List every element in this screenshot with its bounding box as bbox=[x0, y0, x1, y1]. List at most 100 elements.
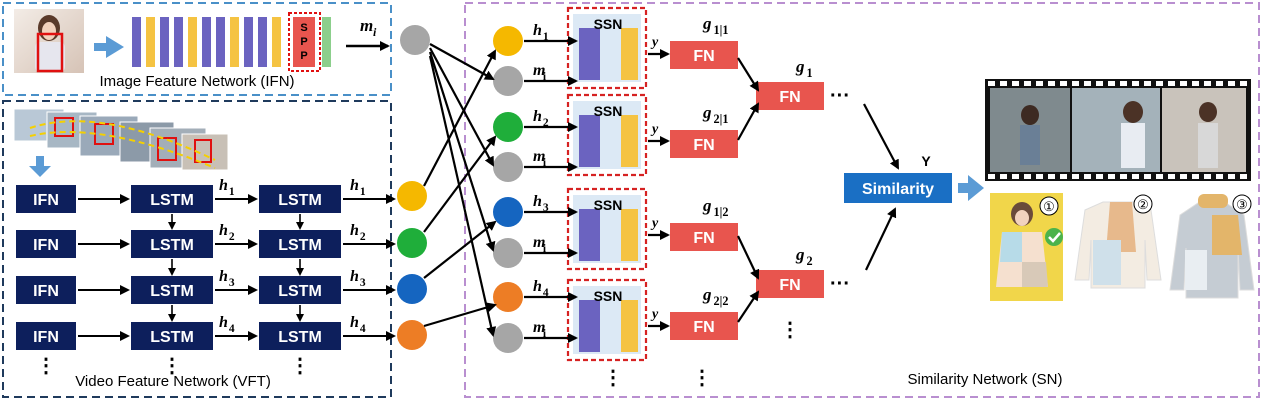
rank-badge-2: ② bbox=[1137, 197, 1149, 212]
sn-node-m4 bbox=[493, 323, 523, 353]
h-cross-edge-2 bbox=[423, 135, 497, 233]
sn-node-h3 bbox=[493, 197, 523, 227]
result-product-1: ① bbox=[990, 193, 1063, 301]
h-cross-edge-4 bbox=[423, 302, 497, 328]
svg-text:h: h bbox=[219, 314, 228, 331]
svg-text:FN: FN bbox=[779, 277, 800, 294]
ifn-box bbox=[16, 230, 76, 258]
svg-text:i: i bbox=[543, 328, 547, 340]
svg-text:g: g bbox=[702, 196, 712, 215]
svg-text:1: 1 bbox=[543, 31, 549, 43]
vft-vellipsis-2: ⋮ bbox=[162, 355, 182, 377]
fn-merge-in-b bbox=[737, 290, 760, 323]
svg-text:h: h bbox=[350, 314, 359, 331]
node-h4 bbox=[397, 320, 427, 350]
ssn-label: SSN bbox=[594, 288, 623, 304]
svg-text:2: 2 bbox=[229, 231, 235, 243]
svg-text:LSTM: LSTM bbox=[150, 192, 194, 209]
check-icon bbox=[1048, 232, 1061, 243]
lstm-box-a bbox=[131, 276, 213, 304]
svg-text:FN: FN bbox=[693, 137, 714, 154]
sn-label: Similarity Network (SN) bbox=[907, 371, 1062, 388]
ssn-m-label-3: mi bbox=[533, 234, 547, 255]
svg-text:h: h bbox=[219, 268, 228, 285]
svg-text:3: 3 bbox=[360, 277, 366, 289]
m-fanout-edge-3 bbox=[428, 51, 496, 252]
cnn-feature-bars bbox=[132, 17, 281, 67]
node-h3 bbox=[397, 274, 427, 304]
lstm-box-b bbox=[259, 276, 341, 304]
svg-text:LSTM: LSTM bbox=[150, 329, 194, 346]
svg-text:g: g bbox=[702, 285, 712, 304]
sn-node-h1 bbox=[493, 26, 523, 56]
svg-text:h: h bbox=[350, 177, 359, 194]
svg-text:2: 2 bbox=[360, 231, 366, 243]
svg-text:FN: FN bbox=[693, 230, 714, 247]
ssn-vellipsis: ⋮ bbox=[603, 367, 623, 389]
ssn-label: SSN bbox=[594, 197, 623, 213]
svg-text:g: g bbox=[795, 245, 805, 264]
svg-text:i: i bbox=[543, 71, 547, 83]
svg-text:m: m bbox=[533, 62, 545, 79]
svg-text:h: h bbox=[533, 108, 542, 125]
svg-text:LSTM: LSTM bbox=[150, 283, 194, 300]
svg-text:3: 3 bbox=[543, 202, 549, 214]
lstm-box-b bbox=[259, 322, 341, 350]
ssn-label: SSN bbox=[594, 103, 623, 119]
spp-block: S P P bbox=[288, 12, 321, 72]
similarity-arrow-icon bbox=[958, 175, 984, 201]
result-product-2: ② bbox=[1074, 194, 1162, 289]
svg-text:4: 4 bbox=[543, 287, 549, 299]
node-image-feature bbox=[400, 25, 430, 55]
svg-text:h: h bbox=[219, 222, 228, 239]
m-fanout-edge-4 bbox=[428, 55, 497, 337]
vft-label: Video Feature Network (VFT) bbox=[75, 373, 271, 390]
fn-ellipsis: ··· bbox=[830, 273, 850, 295]
ifn-box bbox=[16, 322, 76, 350]
ifn-box bbox=[16, 276, 76, 304]
edges bbox=[423, 43, 497, 337]
svg-text:FN: FN bbox=[693, 319, 714, 336]
svg-text:2: 2 bbox=[807, 254, 813, 268]
frames-arrow-icon bbox=[29, 156, 51, 177]
y-label: y bbox=[650, 216, 659, 231]
fn-vellipsis-2: ⋮ bbox=[780, 319, 800, 341]
vft-vellipsis-1: ⋮ bbox=[36, 355, 56, 377]
svg-text:i: i bbox=[543, 243, 547, 255]
vft-vellipsis-3: ⋮ bbox=[290, 355, 310, 377]
fn-merge-in-a bbox=[737, 57, 760, 92]
svg-text:4: 4 bbox=[229, 323, 235, 335]
svg-text:LSTM: LSTM bbox=[278, 192, 322, 209]
svg-text:1|2: 1|2 bbox=[714, 205, 729, 219]
spp-letter-s: S bbox=[300, 22, 307, 34]
svg-text:h: h bbox=[533, 193, 542, 210]
spp-letter-p1: P bbox=[300, 36, 307, 48]
svg-text:4: 4 bbox=[360, 323, 366, 335]
svg-text:1: 1 bbox=[360, 186, 366, 198]
svg-text:h: h bbox=[350, 268, 359, 285]
svg-text:h: h bbox=[533, 22, 542, 39]
svg-text:g: g bbox=[795, 57, 805, 76]
sn-node-h2 bbox=[493, 112, 523, 142]
svg-text:IFN: IFN bbox=[33, 192, 59, 209]
svg-text:1: 1 bbox=[807, 66, 813, 80]
lstm-box-b bbox=[259, 185, 341, 213]
svg-text:2|2: 2|2 bbox=[714, 294, 729, 308]
